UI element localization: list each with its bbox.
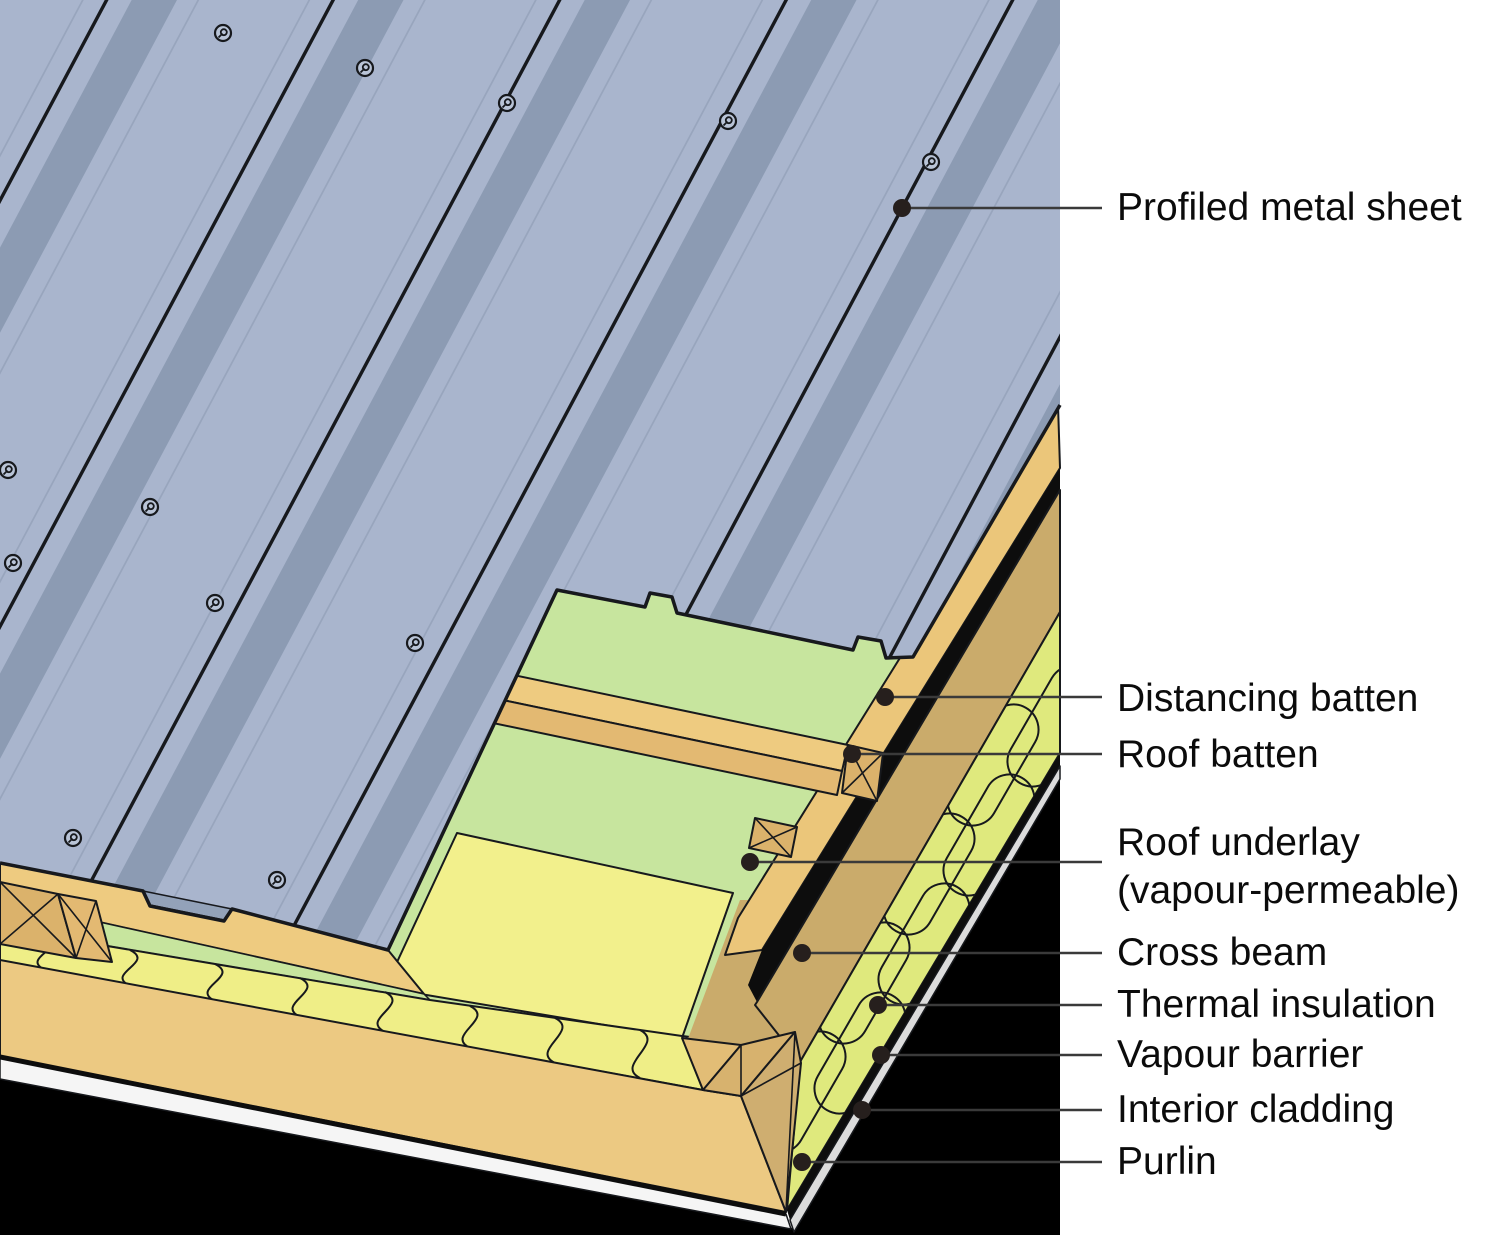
screw-icon: [205, 593, 225, 613]
purlin-end-grain: [681, 1031, 802, 1213]
underlay-edge-line: [748, 468, 1060, 1002]
vapour-barrier-line: [787, 753, 1060, 1220]
cladding-top-edge: [0, 1054, 787, 1217]
screw-icon: [405, 633, 425, 653]
sheet-screws: [0, 23, 941, 890]
insulation-wave-hatch: [36, 934, 649, 1079]
sheet-edge-outline: [0, 404, 1062, 952]
screw-icon: [921, 152, 941, 172]
roof-batten-stub: [748, 817, 798, 858]
screw-icon: [3, 553, 23, 573]
leader-dot: [793, 1153, 811, 1171]
leader-dot: [843, 745, 861, 763]
leader-dot: [741, 853, 759, 871]
batten-end-grain-left: [0, 881, 113, 963]
leader-dot: [876, 688, 894, 706]
roof-batten: [468, 667, 884, 802]
leader-lines: [741, 199, 1102, 1171]
leader-dot: [853, 1101, 871, 1119]
screw-icon: [213, 23, 233, 43]
leader-dot: [893, 199, 911, 217]
backdrop-shadow: [0, 779, 1060, 1235]
screw-icon: [497, 93, 517, 113]
leader-dot: [872, 1046, 890, 1064]
leader-dot: [793, 944, 811, 962]
screw-icon: [718, 111, 738, 131]
leader-dot: [869, 996, 887, 1014]
screw-icon: [0, 460, 18, 480]
screw-icon: [63, 828, 83, 848]
cross-beam-face: [754, 489, 1061, 1063]
screw-icon: [355, 58, 375, 78]
screw-icon: [140, 497, 160, 517]
screw-icon: [267, 870, 287, 890]
